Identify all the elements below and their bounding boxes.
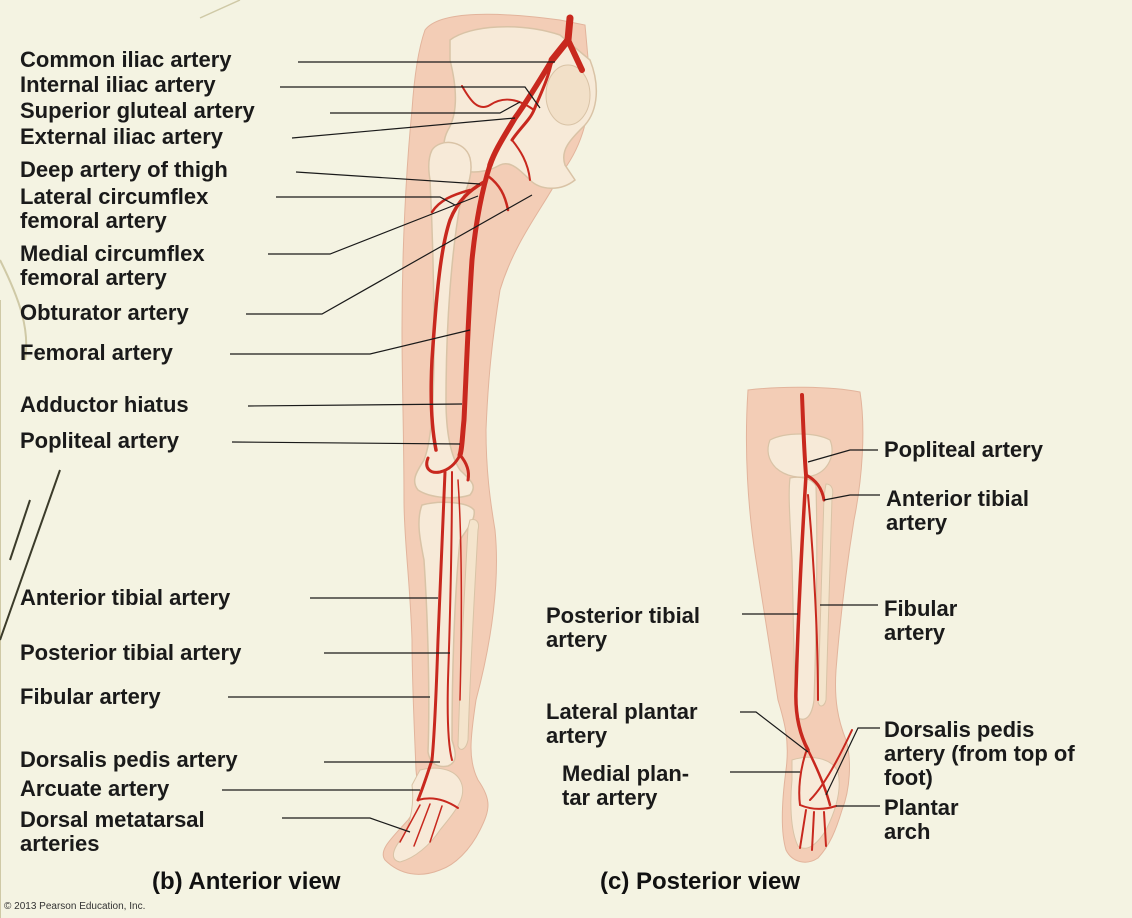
- label-popliteal-artery-posterior: Popliteal artery: [884, 438, 1043, 462]
- label-dorsal-metatarsal-arteries: Dorsal metatarsal arteries: [20, 808, 205, 856]
- label-superior-gluteal-artery: Superior gluteal artery: [20, 99, 255, 123]
- label-dorsalis-pedis-artery-posterior: Dorsalis pedis artery (from top of foot): [884, 718, 1075, 790]
- label-common-iliac-artery: Common iliac artery: [20, 48, 232, 72]
- caption-posterior-view: (c) Posterior view: [600, 868, 800, 896]
- label-external-iliac-artery: External iliac artery: [20, 125, 223, 149]
- slide-decoration-top: [200, 0, 240, 18]
- label-lateral-circumflex-femoral-artery: Lateral circumflex femoral artery: [20, 185, 208, 233]
- label-medial-circumflex-femoral-artery: Medial circumflex femoral artery: [20, 242, 205, 290]
- label-lateral-plantar-artery: Lateral plantar artery: [546, 700, 698, 748]
- label-obturator-artery: Obturator artery: [20, 301, 189, 325]
- label-posterior-tibial-artery-anterior: Posterior tibial artery: [20, 641, 241, 665]
- sacrum-bone: [546, 65, 590, 125]
- label-fibular-artery-posterior: Fibular artery: [884, 597, 957, 645]
- label-adductor-hiatus: Adductor hiatus: [20, 393, 189, 417]
- caption-anterior-view: (b) Anterior view: [152, 868, 340, 896]
- slide-decoration-slash: [0, 470, 60, 640]
- label-posterior-tibial-artery-posterior: Posterior tibial artery: [546, 604, 700, 652]
- label-internal-iliac-artery: Internal iliac artery: [20, 73, 216, 97]
- label-arcuate-artery: Arcuate artery: [20, 777, 169, 801]
- label-femoral-artery: Femoral artery: [20, 341, 173, 365]
- label-deep-artery-of-thigh: Deep artery of thigh: [20, 158, 228, 182]
- label-fibular-artery-anterior: Fibular artery: [20, 685, 161, 709]
- label-anterior-tibial-artery-posterior: Anterior tibial artery: [886, 487, 1029, 535]
- posterior-leg: [746, 387, 862, 862]
- copyright-notice: © 2013 Pearson Education, Inc.: [4, 901, 145, 912]
- label-anterior-tibial-artery-anterior: Anterior tibial artery: [20, 586, 230, 610]
- label-medial-plantar-artery: Medial plan- tar artery: [562, 762, 689, 810]
- label-plantar-arch: Plantar arch: [884, 796, 959, 844]
- label-popliteal-artery-anterior: Popliteal artery: [20, 429, 179, 453]
- leader-dorsal-metatarsal: [282, 818, 410, 832]
- label-dorsalis-pedis-artery-anterior: Dorsalis pedis artery: [20, 748, 238, 772]
